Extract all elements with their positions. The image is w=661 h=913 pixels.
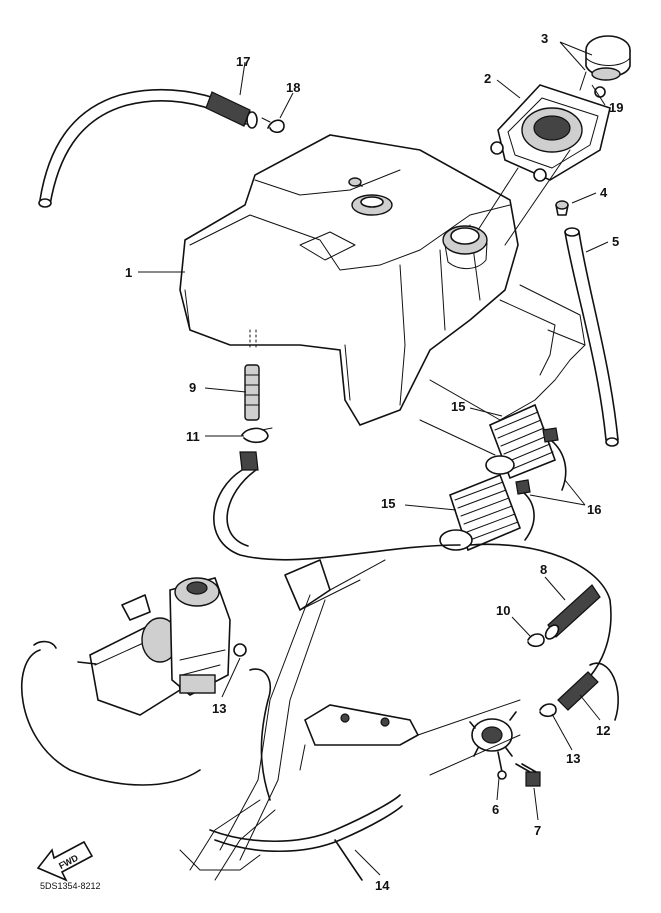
- callout-7: 7: [534, 823, 541, 838]
- callout-18: 18: [286, 80, 300, 95]
- callout-3: 3: [541, 31, 548, 46]
- drain-hose-14: [209, 794, 403, 881]
- fuel-strainer-9: [244, 364, 260, 421]
- callout-16: 16: [587, 502, 601, 517]
- frame: [179, 559, 521, 881]
- callout-8: 8: [540, 562, 547, 577]
- intake-duct: [419, 284, 586, 456]
- filler-bracket-2: [477, 84, 611, 246]
- hose-clamps-16: [515, 427, 567, 541]
- rubber-boot-15-lower: [439, 473, 522, 552]
- drawing-code: 5DS1354-8212: [40, 881, 101, 891]
- fuel-tank-1: [179, 134, 519, 426]
- fuel-cock-6: [469, 711, 517, 780]
- clip-10: [527, 633, 545, 648]
- callout-13-right: 13: [566, 751, 580, 766]
- callout-12: 12: [596, 723, 610, 738]
- fuel-hose-8: [544, 584, 601, 640]
- callout-17: 17: [236, 54, 250, 69]
- callout-6: 6: [492, 802, 499, 817]
- clip-18: [261, 117, 285, 134]
- leader-lines: [138, 41, 609, 876]
- carburetor: [77, 577, 247, 716]
- callout-14: 14: [375, 878, 390, 893]
- bolt-7: [515, 763, 541, 787]
- fuel-hose-to-carb: [213, 451, 612, 701]
- callout-5: 5: [612, 234, 619, 249]
- callout-1: 1: [125, 265, 132, 280]
- fitting-4: [555, 200, 569, 216]
- callout-13-left: 13: [212, 701, 226, 716]
- clip-11: [241, 427, 273, 444]
- callout-11: 11: [186, 429, 200, 444]
- rubber-boot-15-upper: [485, 403, 557, 480]
- carb-drain-hose: [21, 640, 272, 801]
- callout-2: 2: [484, 71, 491, 86]
- callout-9: 9: [189, 380, 196, 395]
- vent-hose-17: [38, 88, 258, 208]
- clip-13-right: [539, 703, 557, 718]
- fwd-arrow-icon: FWD: [36, 840, 94, 882]
- callout-19: 19: [609, 100, 623, 115]
- callout-4: 4: [600, 185, 608, 200]
- callout-15-lower: 15: [381, 496, 395, 511]
- fuel-cap-3: [579, 35, 631, 91]
- vent-hose-5: [564, 227, 619, 447]
- callout-15-upper: 15: [451, 399, 465, 414]
- fuel-hose-12: [557, 662, 619, 721]
- callout-10: 10: [496, 603, 510, 618]
